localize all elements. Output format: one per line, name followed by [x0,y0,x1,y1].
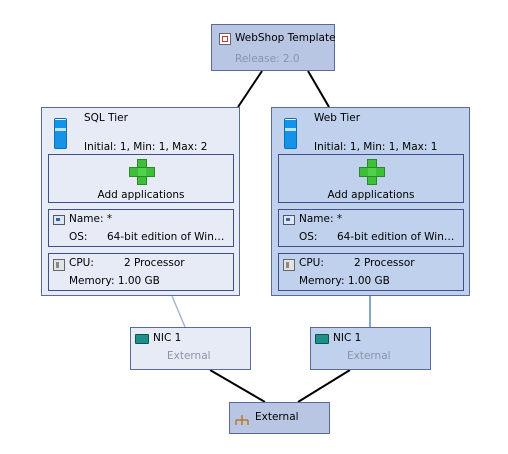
connector-nic-sql-external [209,369,266,403]
web-tier-node[interactable]: Web Tier Initial: 1, Min: 1, Max: 1 Add … [271,107,470,296]
logical-network-icon [235,415,249,425]
add-applications-button[interactable]: Add applications [48,154,234,203]
hardware-profile-icon [283,259,295,271]
os-value: 64-bit edition of Windo... [107,231,231,243]
add-applications-label: Add applications [327,189,415,201]
os-profile-icon [283,215,295,225]
add-applications-icon [359,159,385,185]
hardware-profile-section[interactable]: CPU: 2 Processor Memory: 1.00 GB [278,253,464,291]
tier-instance-counts: Initial: 1, Min: 1, Max: 1 [314,141,438,153]
nic-network: External [347,350,391,362]
template-release: Release: 2.0 [235,53,300,65]
tier-name: Web Tier [314,112,361,124]
logical-network-node[interactable]: External [229,402,330,434]
os-label: OS: [69,231,88,243]
server-icon [284,118,297,149]
memory-value: Memory: 1.00 GB [69,275,160,287]
sql-tier-node[interactable]: SQL Tier Initial: 1, Min: 1, Max: 2 Add … [41,107,240,296]
network-adapter-icon [135,334,149,344]
cpu-label: CPU: [299,257,324,269]
os-label: OS: [299,231,318,243]
add-applications-icon [129,159,155,185]
add-applications-label: Add applications [97,189,185,201]
add-applications-button[interactable]: Add applications [278,154,464,203]
hardware-profile-section[interactable]: CPU: 2 Processor Memory: 1.00 GB [48,253,234,291]
memory-value: Memory: 1.00 GB [299,275,390,287]
connector-template-web [307,70,330,108]
template-title: WebShop Template [235,32,336,44]
sql-nic-node[interactable]: NIC 1 External [130,327,251,370]
vm-name: Name: * [299,213,343,225]
tier-name: SQL Tier [84,112,128,124]
os-profile-icon [53,215,65,225]
connector-sql-nic [171,295,186,328]
nic-network: External [167,350,211,362]
vm-name: Name: * [69,213,113,225]
connector-nic-web-external [297,369,351,403]
hardware-profile-icon [53,259,65,271]
os-value: 64-bit edition of Windo... [337,231,461,243]
cpu-label: CPU: [69,257,94,269]
web-nic-node[interactable]: NIC 1 External [310,327,431,370]
nic-name: NIC 1 [153,332,182,344]
network-adapter-icon [315,334,329,344]
cpu-value: 2 Processor [124,257,185,269]
template-icon [219,33,231,45]
os-profile-section[interactable]: Name: * OS: 64-bit edition of Windo... [278,209,464,247]
server-icon [54,118,67,149]
template-node[interactable]: WebShop Template Release: 2.0 [211,24,336,71]
connector-template-sql [237,70,263,108]
network-name: External [255,411,299,423]
cpu-value: 2 Processor [354,257,415,269]
tier-instance-counts: Initial: 1, Min: 1, Max: 2 [84,141,208,153]
nic-name: NIC 1 [333,332,362,344]
os-profile-section[interactable]: Name: * OS: 64-bit edition of Windo... [48,209,234,247]
